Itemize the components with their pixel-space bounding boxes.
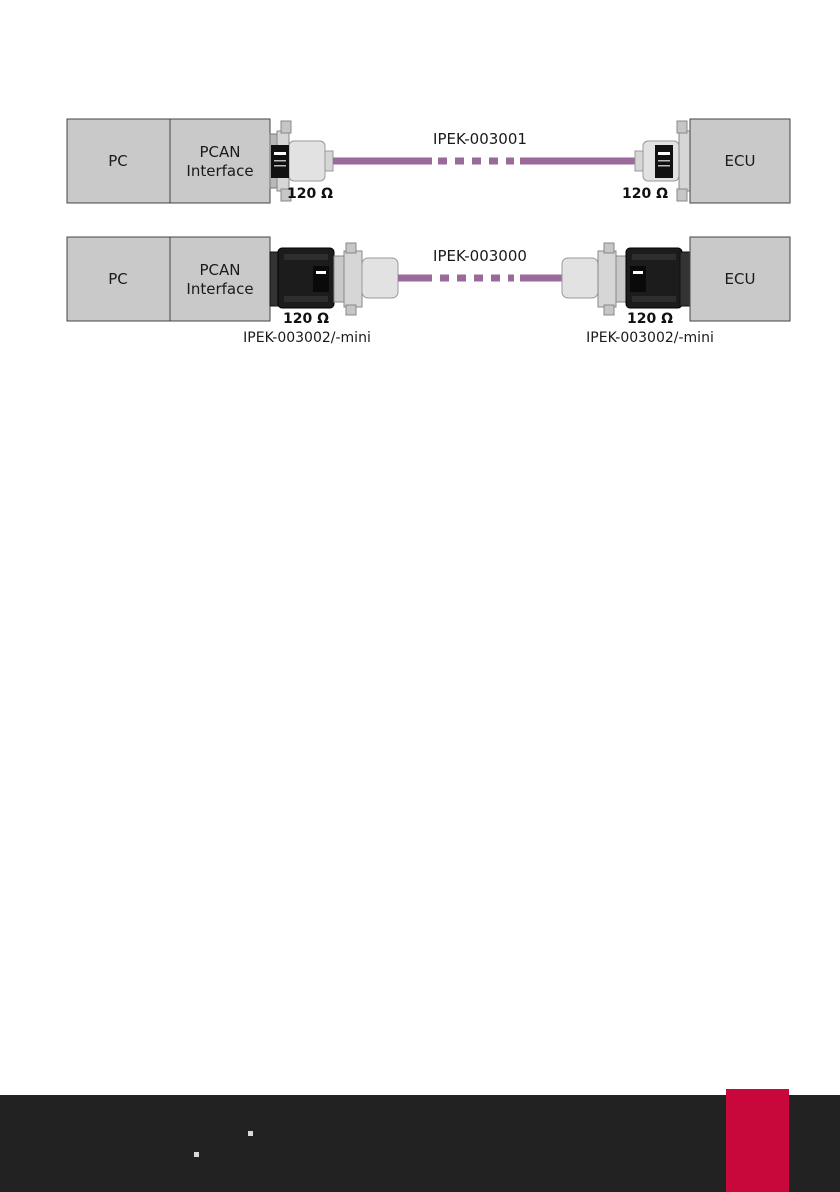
right-resistor-label: 120 Ω — [627, 311, 673, 327]
left-termination-adapter — [270, 243, 398, 315]
left-resistor-label: 120 Ω — [287, 186, 333, 202]
logo-label-left — [316, 271, 326, 274]
logo-label-right — [633, 271, 643, 274]
left-part-label: IPEK-003002/-mini — [243, 330, 371, 346]
right-termination-adapter — [562, 243, 690, 315]
right-resistor-label: 120 Ω — [622, 186, 668, 202]
ecu-label: ECU — [725, 152, 756, 170]
pcan-interface-label-line2: Interface — [186, 162, 253, 180]
pcan-interface-label-line1: PCAN — [199, 143, 240, 161]
pc-label: PC — [108, 152, 128, 170]
pcan-interface-label-line2: Interface — [186, 280, 253, 298]
diagram-2: PC PCAN Interface — [67, 237, 790, 346]
ecu-label: ECU — [725, 270, 756, 288]
pcan-interface-label-line1: PCAN — [199, 261, 240, 279]
footer-accent-tab — [726, 1089, 789, 1192]
left-resistor-label: 120 Ω — [283, 311, 329, 327]
cable-label: IPEK-003001 — [433, 130, 527, 148]
pcan-interface-box — [170, 119, 270, 203]
footer-bar — [0, 1095, 840, 1192]
pc-label: PC — [108, 270, 128, 288]
can-cabling-diagram: PC PCAN Interface — [0, 0, 840, 1090]
diagram-1: PC PCAN Interface — [67, 119, 790, 203]
footer-bullet — [194, 1152, 199, 1157]
footer-bullet — [248, 1131, 253, 1136]
cable-label: IPEK-003000 — [433, 247, 527, 265]
pcan-interface-box — [170, 237, 270, 321]
right-part-label: IPEK-003002/-mini — [586, 330, 714, 346]
